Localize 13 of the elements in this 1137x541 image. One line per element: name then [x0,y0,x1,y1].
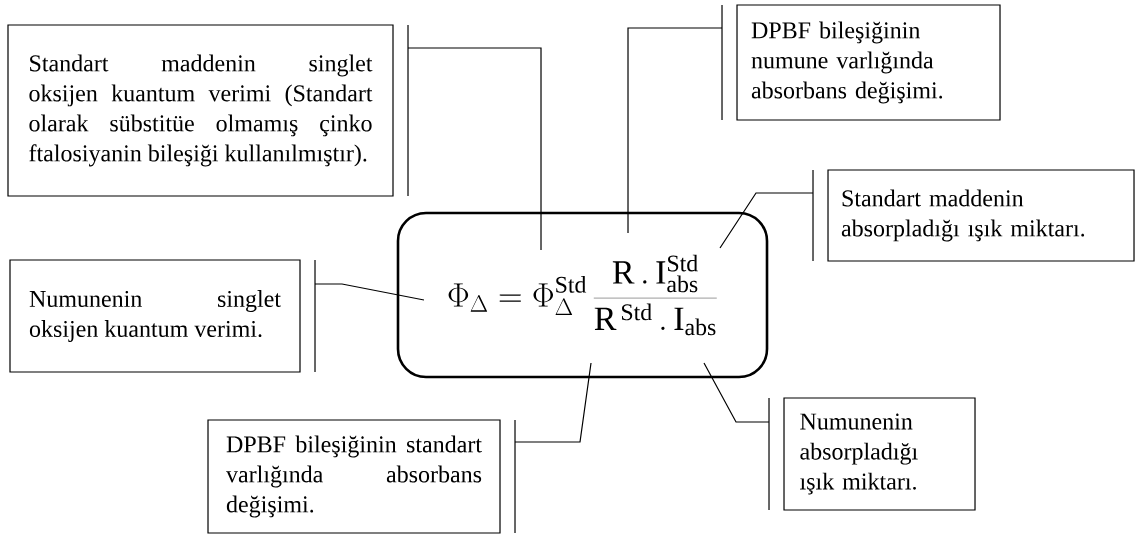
annotation-box: Numunenin singlet oksijen kuantum verimi. [9,259,316,373]
formula-box: $\Phi_{\Delta} = \Phi_{\Delta}^{\mathrm{Std}}\,\frac{\mathrm{R}\,.\,\mathrm{I}_{\mathrm{abs}}^{\mathrm{Std}}}{\mathrm{R}^{\,\mathrm{Std}}\,.\,\mathrm{I}_{\mathrm{abs}}}$ [396,211,769,379]
leader-line [314,283,425,301]
leader-line [703,362,770,423]
leader-line [627,27,723,234]
leader-line [407,47,542,251]
leader-line [514,362,592,443]
annotation-box: Standart maddenin absorpladığı ışık miktarı. [812,169,1135,262]
annotation-box: Standart maddenin singlet oksijen kuantum verimi (Standart olarak sübstitüe olmamış çinko ftalosiyanin bileşiği kullanılmıştır). [7,24,409,197]
annotation-box: DPBF bileşiğinin numune varlığında absorbans değişimi. [721,4,1001,121]
annotation-box: DPBF bileşiğinin standart varlığında absorbans değişimi. [207,419,516,534]
annotation-box: Numunenin absorpladığı ışık miktarı. [768,397,976,511]
leader-line [719,192,814,249]
